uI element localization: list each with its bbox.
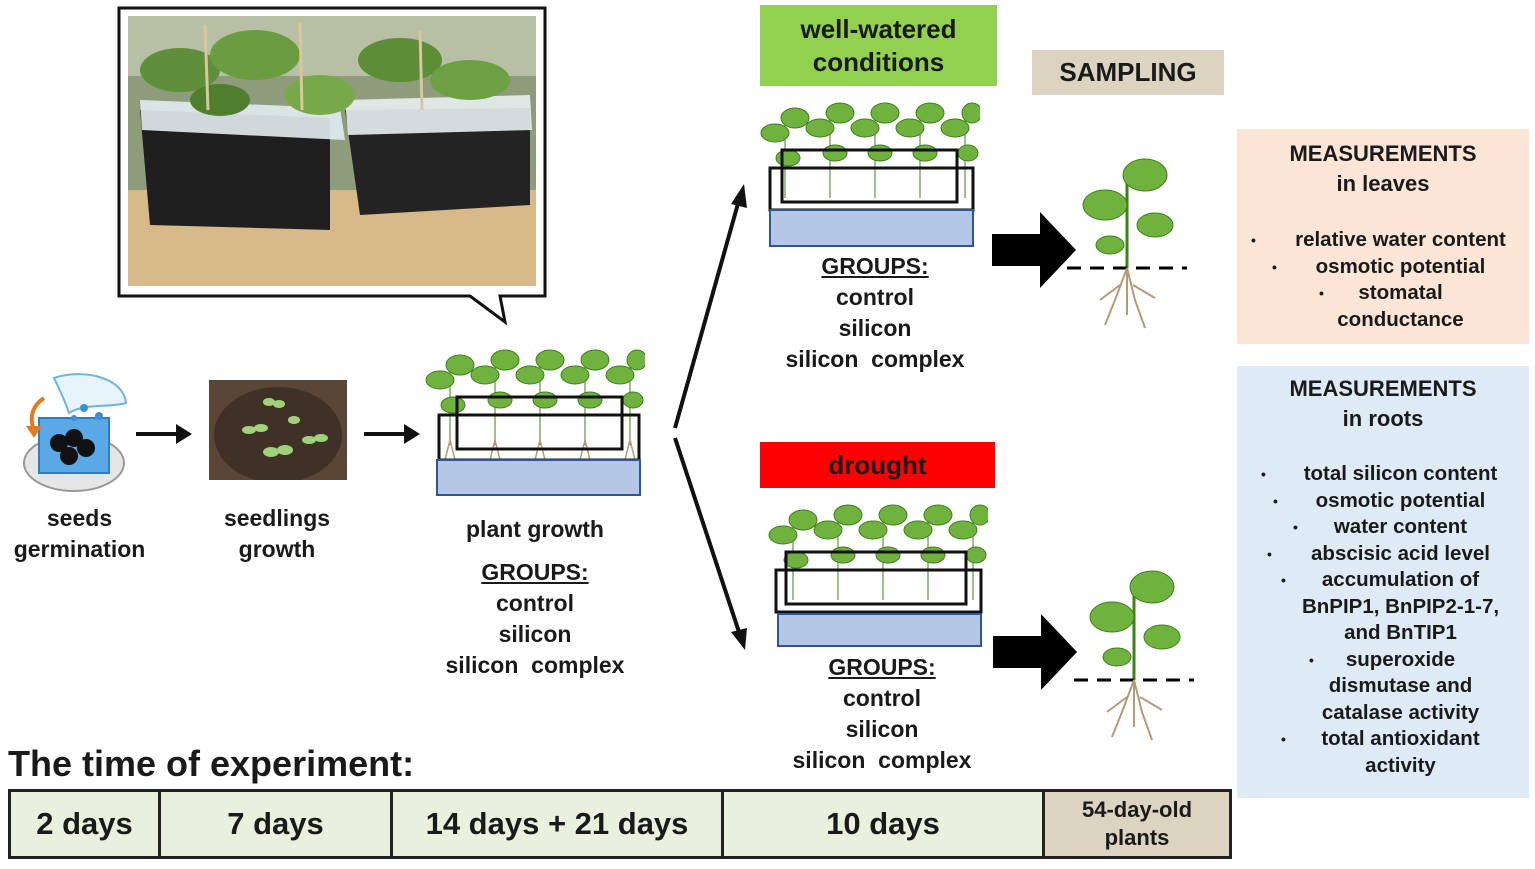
greenhouse-photo [128,16,536,286]
timeline-title: The time of experiment: [8,743,415,784]
plant-tray-growth-icon [425,349,645,496]
sampled-plant-icon [1074,570,1194,741]
timeline-cell: 2 days [11,792,161,856]
group-control: control [836,284,914,310]
measurement-item-continued: BnPIP1, BnPIP2-1-7, [1301,594,1500,618]
plant-tray-drought-icon [768,504,988,647]
timeline-cell: 7 days [161,792,393,856]
seedlings-growth-label: seedlings growth [198,503,356,565]
measurement-item: •accumulation of [1281,568,1480,591]
well-watered-line2: conditions [812,46,945,77]
groups-heading: GROUPS: [481,559,589,585]
measurement-item: •total silicon content [1261,462,1498,485]
arrow-right-icon [364,424,420,444]
greenhouse-photo-callout [117,6,547,326]
measurement-item: •stomatal [1319,281,1443,304]
plant-growth-label: plant growth [466,516,604,542]
measurements-leaves-panel: MEASUREMENTS in leaves •relative water c… [1237,129,1529,344]
group-silicon-complex: silicon complex [445,652,625,678]
measurement-item: •osmotic potential [1273,488,1486,512]
big-arrow-right-icon [992,212,1076,288]
measurement-item: •osmotic potential [1272,254,1486,278]
drought-label: drought [828,449,927,480]
groups-list-well-watered: GROUPS: control silicon silicon complex [760,251,990,375]
measurements-roots-title: MEASUREMENTS in roots [1289,376,1477,431]
groups-heading: GROUPS: [821,253,929,279]
measurement-item: •superoxide [1309,647,1456,671]
timeline-final-cell: 54-day-old plants [1045,792,1229,856]
sampling-label: SAMPLING [1059,57,1197,87]
sampled-plant-icon [1067,158,1187,329]
group-control: control [843,685,921,711]
well-watered-banner: well-watered conditions [760,5,997,86]
timeline-bar: 2 days 7 days 14 days + 21 days 10 days … [8,789,1232,859]
seedlings-photo [209,380,347,480]
measurement-item-continued: activity [1365,753,1436,777]
group-silicon-complex: silicon complex [785,346,965,372]
seedlings-label-line1: seedlings [223,505,331,531]
groups-list-drought: GROUPS: control silicon silicon complex [767,652,997,776]
drought-banner: drought [760,442,995,488]
sampling-banner: SAMPLING [1032,50,1224,95]
measurement-item-continued: catalase activity [1321,700,1480,724]
measurement-item: •water content [1293,515,1468,538]
measurements-leaves-title: MEASUREMENTS in leaves [1289,141,1477,196]
groups-heading: GROUPS: [828,654,936,680]
plant-tray-well-watered-icon [760,102,980,247]
timeline-cell: 10 days [724,792,1045,856]
branch-arrows [673,184,747,650]
measurement-item: •abscisic acid level [1267,541,1490,565]
group-silicon-complex: silicon complex [792,747,972,773]
timeline-cell: 14 days + 21 days [393,792,724,856]
group-silicon: silicon [838,315,912,341]
measurement-item: •total antioxidant [1281,727,1480,750]
measurement-item-continued: dismutase and [1328,674,1473,697]
measurement-item-continued: and BnTIP1 [1344,621,1457,644]
measurement-item: •relative water content [1251,228,1506,251]
seeds-label-line2: germination [13,536,146,562]
group-silicon: silicon [845,716,919,742]
seedlings-label-line2: growth [238,536,316,562]
group-control: control [496,590,574,616]
big-arrow-right-icon [993,614,1077,690]
measurements-roots-panel: MEASUREMENTS in roots •total silicon con… [1237,366,1529,798]
groups-list-growth: GROUPS: control silicon silicon complex [420,557,650,681]
seed-germination-icon [23,373,128,492]
arrow-right-icon [136,424,192,444]
seeds-label-line1: seeds [46,505,113,531]
well-watered-line1: well-watered [800,13,957,44]
group-silicon: silicon [498,621,572,647]
measurement-item-continued: conductance [1337,307,1464,331]
seeds-germination-label: seeds germination [2,503,157,565]
